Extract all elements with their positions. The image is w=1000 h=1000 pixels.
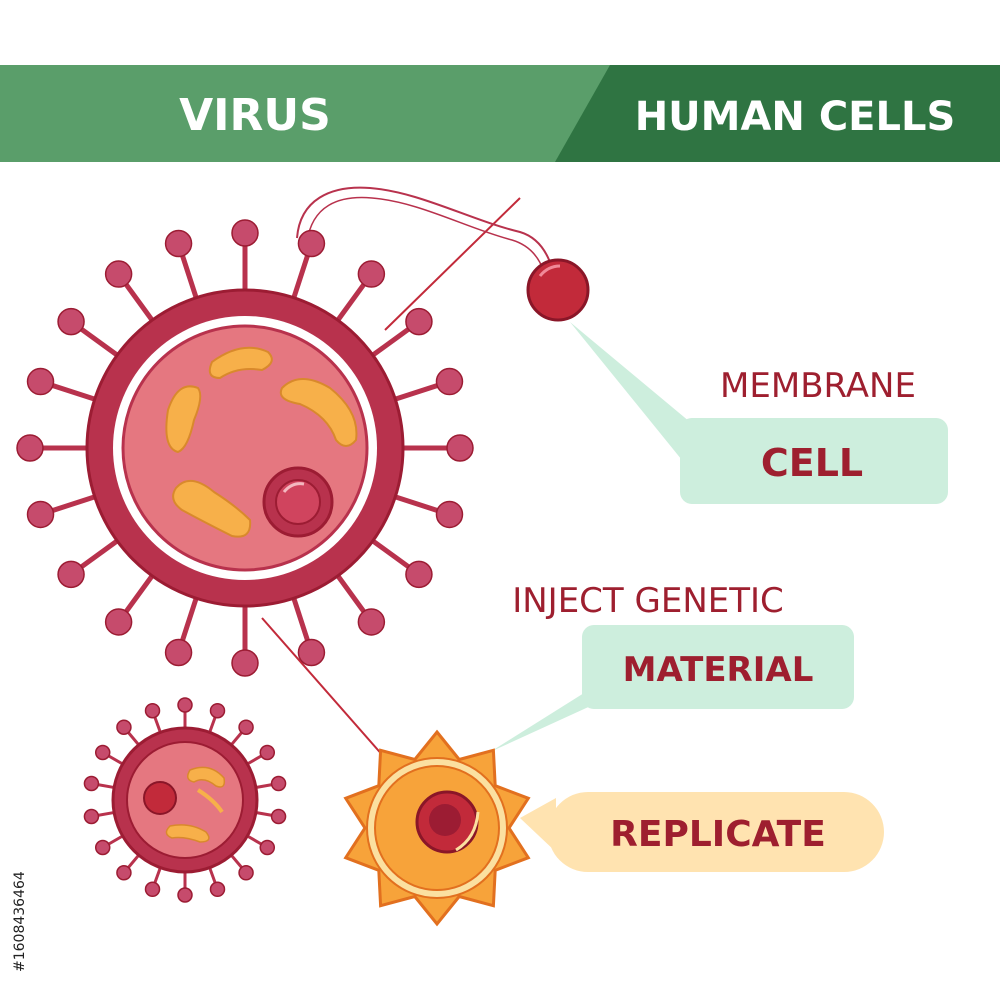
- connector-virus-bottom: [261, 617, 386, 759]
- spike-knob: [104, 608, 133, 636]
- callout-replicate: REPLICATE: [520, 792, 884, 872]
- callout-replicate-box: [548, 792, 884, 872]
- organelle-right: [279, 378, 358, 447]
- header-virus-title: VIRUS: [179, 90, 331, 141]
- small-virus: [83, 697, 287, 903]
- spike-knob: [83, 808, 100, 825]
- human-cell-highlight: [455, 811, 480, 852]
- human-cell: [343, 729, 531, 927]
- membrane-ball-highlight: [538, 264, 561, 277]
- spike-knob: [357, 608, 386, 636]
- connector-lines: [261, 186, 553, 759]
- membrane-tube-outer: [296, 186, 553, 269]
- callout-cell-pointer: [570, 322, 690, 470]
- label-cell: CELL: [761, 441, 863, 485]
- callout-cell-box: [680, 418, 948, 504]
- label-material: MATERIAL: [623, 650, 814, 690]
- spike-knob: [144, 881, 161, 898]
- spike-knob: [164, 229, 193, 258]
- header-right-band: [555, 65, 1000, 162]
- membrane-ball-circle: [526, 258, 590, 322]
- nucleus-highlight: [282, 482, 305, 493]
- spike-knob: [435, 367, 464, 396]
- label-membrane: MEMBRANE: [720, 366, 916, 406]
- spike-knob: [357, 260, 386, 288]
- watermark-text: #1608436464: [12, 871, 28, 972]
- spike-knob: [116, 719, 132, 735]
- organelle-bottom: [172, 480, 252, 538]
- spike-knob: [435, 500, 464, 529]
- callout-replicate-pointer: [520, 798, 556, 852]
- small-virus-spikes: [83, 697, 287, 903]
- spike-knob: [270, 808, 287, 825]
- organelle-top: [208, 346, 273, 380]
- connector-virus-top: [384, 197, 521, 331]
- membrane-ball: [526, 258, 590, 322]
- large-virus-spikes: [16, 219, 474, 677]
- small-virus-nucleus: [143, 781, 177, 815]
- label-replicate: REPLICATE: [610, 814, 826, 855]
- callout-membrane-cell: MEMBRANE CELL: [570, 322, 948, 504]
- spike-knob: [209, 881, 226, 898]
- small-virus-organelle-bottom: [165, 824, 210, 843]
- spike-knob: [177, 887, 193, 903]
- membrane-tube-inner: [306, 196, 545, 273]
- callout-inject-material: INJECT GENETIC MATERIAL: [490, 581, 854, 752]
- spike-knob: [57, 560, 85, 589]
- small-virus-organelle-top: [187, 766, 226, 788]
- spike-knob: [26, 367, 55, 396]
- spike-knob: [238, 719, 254, 735]
- spike-knob: [405, 560, 433, 589]
- spike-knob: [297, 229, 326, 258]
- spike-knob: [259, 839, 276, 856]
- spike-knob: [104, 260, 133, 288]
- spike-knob: [446, 434, 474, 462]
- spike-knob: [231, 649, 259, 677]
- spike-knob: [144, 702, 161, 719]
- spike-knob: [83, 775, 100, 792]
- spike-knob: [116, 865, 132, 881]
- large-virus: [16, 219, 474, 677]
- human-cell-nucleolus: [429, 804, 461, 836]
- spike-knob: [57, 307, 85, 336]
- header-banner: VIRUS HUMAN CELLS: [0, 65, 1000, 162]
- large-virus-nucleolus: [275, 479, 321, 525]
- callout-material-box: [582, 625, 854, 709]
- spike-knob: [270, 775, 287, 792]
- spike-knob: [177, 697, 193, 713]
- label-inject-genetic: INJECT GENETIC: [512, 581, 784, 621]
- spike-knob: [238, 865, 254, 881]
- spike-knob: [164, 638, 193, 667]
- spike-knob: [259, 744, 276, 761]
- spike-knob: [94, 744, 111, 761]
- spike-knob: [231, 219, 259, 247]
- spike-knob: [297, 638, 326, 667]
- spike-knob: [94, 839, 111, 856]
- header-human-cells-title: HUMAN CELLS: [635, 94, 956, 140]
- spike-knob: [26, 500, 55, 529]
- spike-knob: [405, 307, 433, 336]
- small-virus-organelle-mid: [196, 788, 224, 814]
- stock-watermark: #1608436464: [8, 750, 30, 980]
- spike-knob: [16, 434, 44, 462]
- spike-knob: [209, 702, 226, 719]
- organelle-left: [165, 385, 202, 454]
